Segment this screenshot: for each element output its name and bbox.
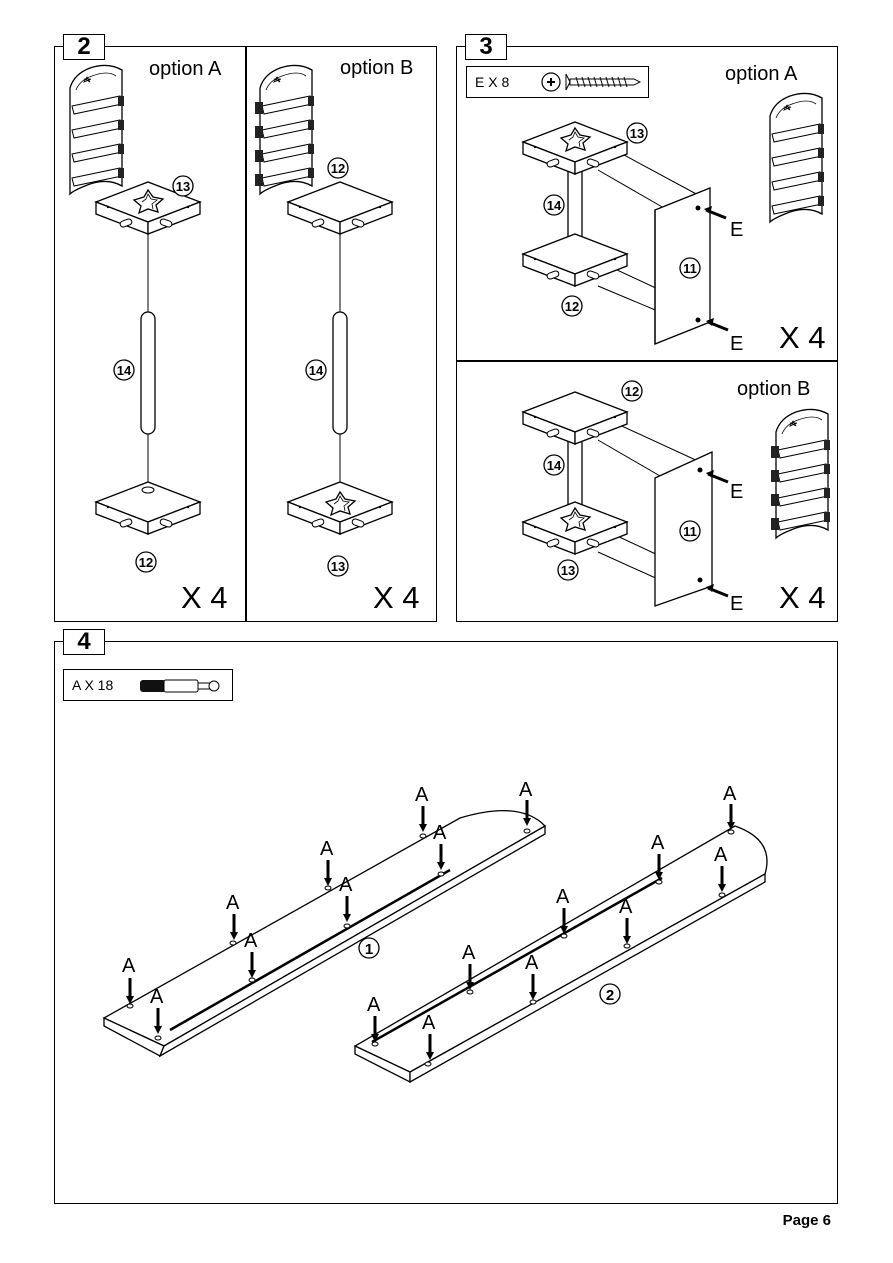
part-number-14: 14 (547, 458, 562, 473)
board-number-2: 2 (606, 987, 614, 1004)
screw-e-label: E (730, 219, 743, 241)
part-number-11: 11 (683, 261, 697, 276)
marker-a: A (415, 784, 429, 806)
step-2-part-numbers: 13 14 12 12 14 13 (113, 157, 349, 577)
cam-bolt-icon (140, 679, 220, 693)
step-3-option-b-label: option B (737, 378, 811, 400)
step-2-divider (245, 46, 247, 622)
board-number-1: 1 (365, 941, 373, 958)
step-4-panel (54, 641, 838, 1204)
part-number-14: 14 (547, 198, 562, 213)
part-number-12: 12 (139, 555, 153, 570)
step-2-option-b-qty: X 4 (373, 580, 420, 615)
marker-a: A (723, 783, 737, 805)
part-number-11: 11 (683, 524, 697, 539)
marker-a: A (714, 844, 728, 866)
step-2-number: 2 (63, 34, 105, 60)
marker-a: A (122, 955, 136, 977)
step-3-panel (456, 46, 838, 622)
step-4-board-1 (102, 809, 547, 1058)
step-4-number: 4 (63, 629, 105, 655)
marker-a: A (651, 832, 665, 854)
marker-a: A (433, 822, 447, 844)
marker-a: A (462, 942, 476, 964)
step-2-option-b-drawing (254, 64, 393, 535)
part-number-13: 13 (630, 126, 644, 141)
step-3-divider (456, 360, 838, 362)
part-number-13: 13 (331, 559, 345, 574)
marker-a: A (244, 930, 258, 952)
step-3-option-a-drawing: E E 13 14 12 11 (522, 92, 825, 355)
marker-a: A (556, 886, 570, 908)
step-2-option-b-label: option B (340, 57, 414, 79)
marker-a: A (619, 896, 633, 918)
marker-a: A (339, 874, 353, 896)
part-number-12: 12 (565, 299, 579, 314)
marker-a: A (519, 779, 533, 801)
part-number-12: 12 (331, 161, 345, 176)
marker-a: A (422, 1012, 436, 1034)
marker-a: A (367, 994, 381, 1016)
marker-a: A (150, 986, 164, 1008)
part-number-13: 13 (176, 179, 190, 194)
step-2-option-a-drawing (69, 64, 201, 535)
marker-a: A (320, 838, 334, 860)
marker-a: A (525, 952, 539, 974)
part-number-14: 14 (117, 363, 132, 378)
screw-e-label: E (730, 333, 743, 355)
step-4-hardware-label: A X 18 (72, 677, 114, 693)
step-3-option-b-qty: X 4 (779, 580, 826, 615)
step-3-option-a-qty: X 4 (779, 320, 826, 355)
part-number-12: 12 (625, 384, 639, 399)
step-4-cam-markers: A A A A A A A A A A A A A A A A A A (122, 779, 737, 1062)
step-2-option-a-label: option A (149, 58, 222, 80)
screw-e-label: E (730, 481, 743, 503)
step-3-option-b-drawing: E E 12 14 13 11 (522, 380, 831, 615)
screw-e-label: E (730, 593, 743, 615)
screw-icon (541, 72, 642, 92)
page-number: Page 6 (782, 1212, 831, 1229)
part-number-14: 14 (309, 363, 324, 378)
step-3-number: 3 (465, 34, 507, 60)
step-3-hardware-label: E X 8 (475, 74, 510, 90)
marker-a: A (226, 892, 240, 914)
part-number-13: 13 (561, 563, 575, 578)
step-4-board-2 (353, 825, 768, 1084)
step-2-option-a-qty: X 4 (181, 580, 228, 615)
step-3-option-a-label: option A (725, 63, 798, 85)
